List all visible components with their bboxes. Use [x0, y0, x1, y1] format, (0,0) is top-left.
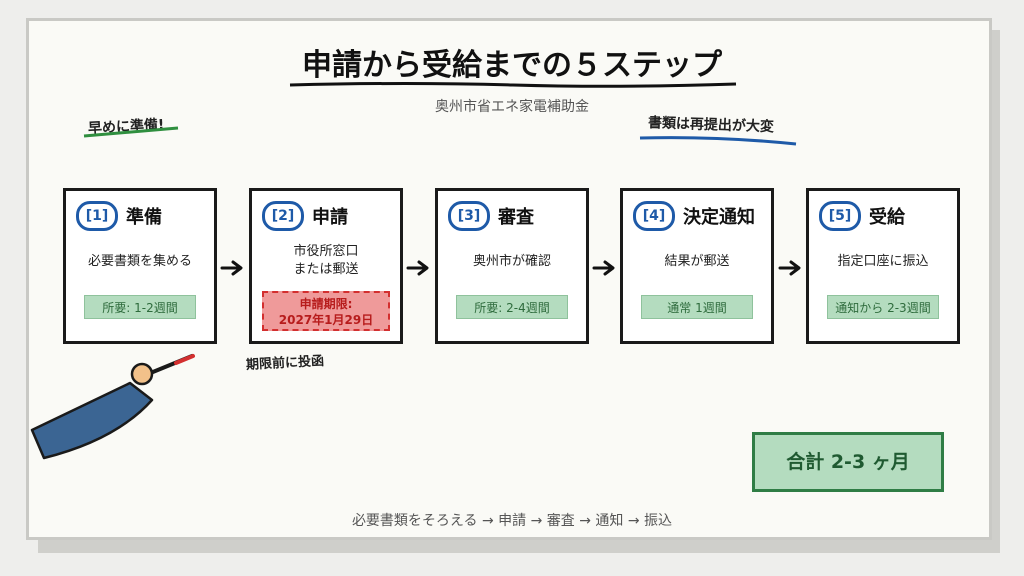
step-card-3: [3] 審査 奥州市が確認 所要: 2-4週間 — [435, 188, 589, 344]
blue-underline-mark — [639, 136, 797, 146]
step-header: [5] 受給 — [819, 201, 905, 231]
step-header: [4] 決定通知 — [633, 201, 755, 231]
green-underline-mark — [83, 126, 179, 138]
step-description: 奥州市が確認 — [472, 254, 551, 269]
step-card-4: [4] 決定通知 結果が郵送 通常 1週間 — [620, 188, 774, 344]
step-duration-badge: 所要: 2-4週間 — [456, 295, 568, 319]
step-header: [3] 審査 — [448, 201, 534, 231]
page-subtitle: 奥州市省エネ家電補助金 — [435, 99, 589, 115]
step-title: 申請 — [312, 207, 348, 228]
step-number-badge: [1] — [76, 201, 118, 231]
arrow-right-icon — [220, 260, 243, 276]
deadline-date: 2027年1月29日 — [278, 313, 374, 327]
step-duration-badge: 所要: 1-2週間 — [84, 295, 196, 319]
flow-summary: 必要書類をそろえる → 申請 → 審査 → 通知 → 振込 — [351, 513, 673, 529]
deadline-box: 申請期限: 2027年1月29日 — [262, 291, 390, 331]
step-title: 受給 — [869, 207, 905, 228]
step-number-badge: [2] — [262, 201, 304, 231]
step-description: 市役所窓口 または郵送 — [293, 244, 359, 277]
deadline-label: 申請期限: — [299, 297, 353, 311]
step-description: 必要書類を集める — [87, 254, 192, 269]
step-title: 決定通知 — [683, 207, 755, 228]
step-title: 準備 — [126, 207, 162, 228]
step-header: [2] 申請 — [262, 201, 348, 231]
step-duration-badge: 通知から 2-3週間 — [827, 295, 939, 319]
step-description: 結果が郵送 — [664, 254, 730, 269]
step-card-1: [1] 準備 必要書類を集める 所要: 1-2週間 — [63, 188, 217, 344]
step-title: 審査 — [498, 207, 534, 228]
step-description: 指定口座に振込 — [837, 254, 929, 269]
pointing-hand-icon — [30, 354, 195, 460]
arrow-right-icon — [778, 260, 801, 276]
page-title: 申請から受給までの５ステップ — [302, 48, 722, 83]
arrow-right-icon — [592, 260, 615, 276]
title-underline — [289, 82, 737, 88]
step-card-5: [5] 受給 指定口座に振込 通知から 2-3週間 — [806, 188, 960, 344]
step-number-badge: [4] — [633, 201, 675, 231]
step-number-badge: [3] — [448, 201, 490, 231]
note-mail-before-deadline: 期限前に投函 — [245, 353, 325, 373]
step-card-2: [2] 申請 市役所窓口 または郵送 申請期限: 2027年1月29日 — [249, 188, 403, 344]
step-duration-badge: 通常 1週間 — [641, 295, 753, 319]
step-number-badge: [5] — [819, 201, 861, 231]
step-header: [1] 準備 — [76, 201, 162, 231]
total-duration-box: 合計 2-3 ヶ月 — [752, 432, 944, 492]
arrow-right-icon — [406, 260, 429, 276]
